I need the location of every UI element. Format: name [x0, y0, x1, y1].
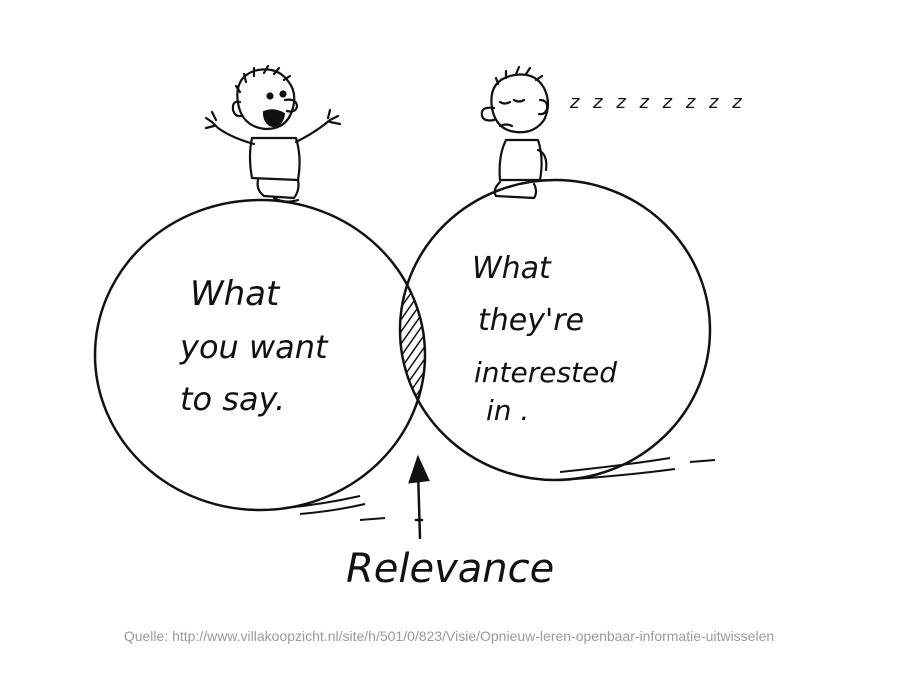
source-caption: Quelle: http://www.villakoopzicht.nl/sit…	[123, 628, 775, 644]
relevance-arrow-icon	[408, 454, 430, 540]
right-text-line-2: they're	[478, 303, 584, 338]
ground-shadow-right	[559, 457, 716, 480]
relevance-label: Relevance	[346, 546, 554, 592]
right-text-line-1: What	[472, 251, 552, 286]
left-text-line-3: to say.	[180, 380, 285, 418]
snore-text: z z z z z z z z	[569, 92, 746, 113]
right-circle	[398, 178, 712, 482]
right-text-line-4: in .	[486, 394, 529, 427]
ground-shadow-left	[284, 495, 386, 521]
excited-person-illustration	[204, 64, 342, 203]
right-text-line-3: interested	[474, 356, 617, 389]
bored-person-illustration	[480, 65, 550, 200]
left-circle	[93, 198, 427, 512]
left-text-line-2: you want	[179, 328, 329, 366]
left-text-line-1: What	[190, 274, 281, 314]
